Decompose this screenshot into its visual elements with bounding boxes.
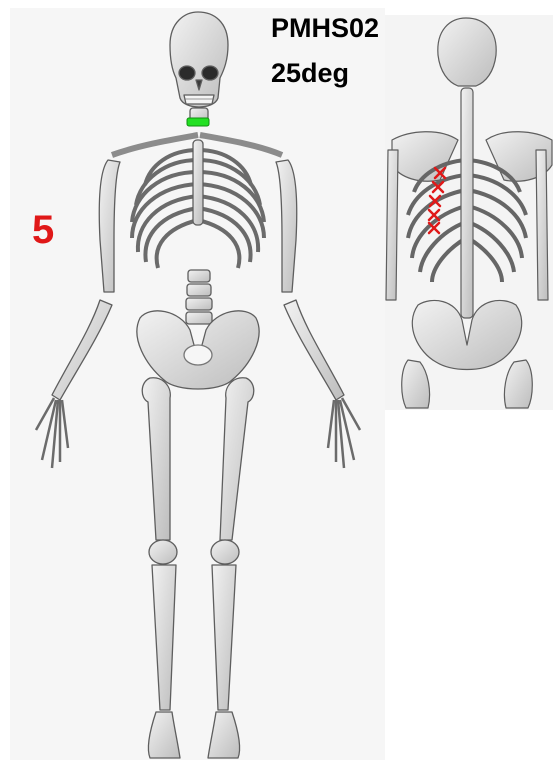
right-knee (211, 540, 239, 564)
right-forearm (284, 300, 344, 400)
sternum (193, 140, 203, 225)
specimen-id-label: PMHS02 (271, 13, 379, 44)
left-knee (149, 540, 177, 564)
back-right-femur (504, 360, 532, 408)
lumbar-spine (186, 270, 212, 324)
back-skeleton (386, 18, 552, 408)
right-hand (328, 398, 360, 468)
x-mark (429, 223, 439, 233)
left-hand (36, 398, 68, 468)
left-femur (142, 378, 170, 540)
left-foot (148, 712, 180, 758)
left-tibia (152, 565, 176, 710)
skull (170, 12, 228, 107)
left-humerus (99, 160, 120, 292)
x-mark (429, 210, 439, 220)
cervical-highlight-marker (187, 118, 209, 126)
back-left-arm (386, 150, 398, 300)
right-foot (208, 712, 240, 758)
left-forearm (52, 300, 112, 400)
right-humerus (276, 160, 297, 292)
right-tibia (212, 565, 236, 710)
vertebral-column (461, 88, 473, 318)
back-left-femur (402, 360, 430, 408)
skull-back (438, 18, 496, 86)
right-femur (220, 378, 254, 540)
angle-label: 25deg (271, 58, 349, 89)
fracture-count-label: 5 (32, 208, 54, 253)
back-right-arm (536, 150, 548, 300)
